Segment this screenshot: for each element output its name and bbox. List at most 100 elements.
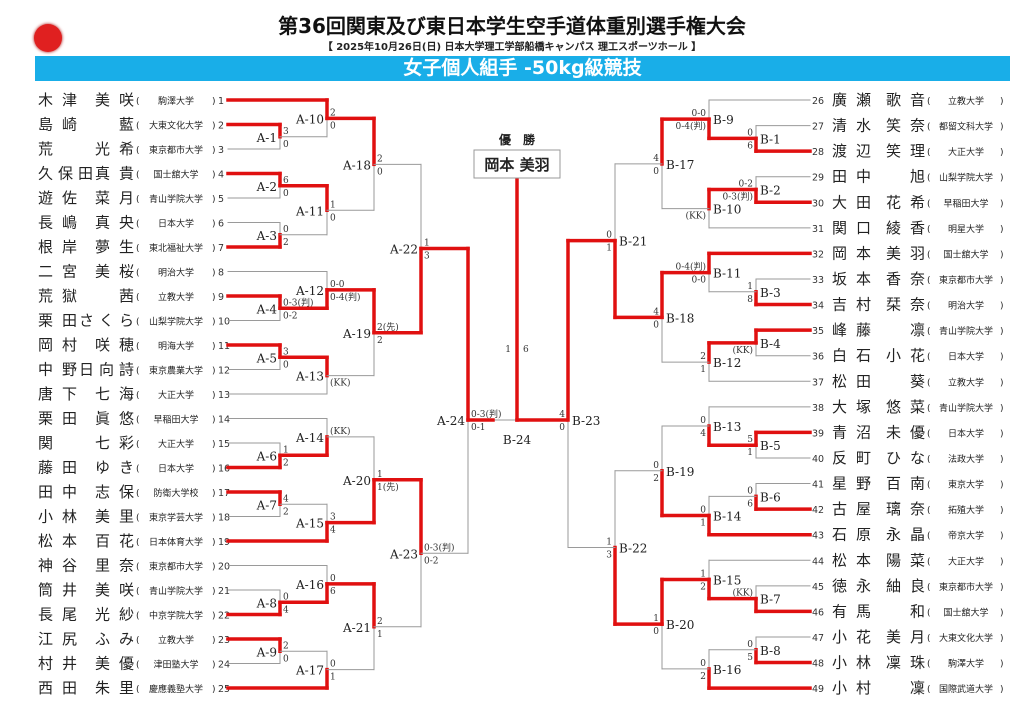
player-family-name: 青沼 xyxy=(832,423,871,441)
player-school: 東京都市大学 xyxy=(939,581,993,593)
match-label: A-12 xyxy=(295,284,324,298)
match-score-bottom: 4 xyxy=(283,605,289,615)
player-entry: 岡村咲穂(明海大学)11 xyxy=(38,336,230,354)
player-school: 日本大学 xyxy=(158,463,194,475)
match-label: A-13 xyxy=(295,370,324,384)
paren: ) xyxy=(1000,199,1004,209)
player-given-name: 香奈 xyxy=(886,270,925,288)
player-school: 大東文化大学 xyxy=(939,632,993,644)
player-school: 日本大学 xyxy=(948,427,984,439)
paren: ( xyxy=(927,532,931,542)
match-label: A-10 xyxy=(295,112,324,126)
player-given-name: 咲穂 xyxy=(95,336,134,354)
paren: ) xyxy=(1000,250,1004,260)
player-school: 大東文化大学 xyxy=(149,120,203,132)
match-score-top: 1 xyxy=(424,239,430,249)
player-seed-number: 33 xyxy=(812,275,824,286)
paren: ( xyxy=(927,557,931,567)
page-title: 第36回関東及び東日本学生空手道体重別選手権大会 xyxy=(278,14,746,38)
paren: ) xyxy=(212,342,216,352)
player-school: 早稲田大学 xyxy=(943,197,988,209)
match-label: A-16 xyxy=(295,578,324,592)
player-family-name: 田中 xyxy=(832,168,871,186)
match-label: A-20 xyxy=(342,474,371,488)
player-given-name: 志保 xyxy=(95,483,134,501)
player-entry: 長嶋真央(日本大学)6 xyxy=(38,214,224,232)
player-seed-number: 12 xyxy=(218,366,230,377)
paren: ( xyxy=(927,685,931,695)
player-given-name: 美月 xyxy=(886,628,925,646)
paren: ) xyxy=(212,391,216,401)
paren: ( xyxy=(927,455,931,465)
match-label: A-4 xyxy=(256,302,278,316)
match-score-bottom: 1 xyxy=(700,519,706,529)
player-seed-number: 16 xyxy=(218,464,230,475)
player-entry: 徳永紬良(東京都市大学)45 xyxy=(812,577,1004,595)
player-given-name: ふみ xyxy=(95,630,134,648)
match-score-bottom: 1 xyxy=(377,630,383,640)
player-school: 明治大学 xyxy=(158,267,194,279)
match-score-bottom: 1 xyxy=(700,365,706,375)
match-score-top: 4 xyxy=(559,410,565,420)
player-entry: 長尾光紗(中京学院大学)22 xyxy=(38,606,230,624)
paren: ( xyxy=(136,489,140,499)
paren: ( xyxy=(927,302,931,312)
paren: ( xyxy=(136,342,140,352)
player-seed-number: 37 xyxy=(812,377,824,388)
match-label: B-14 xyxy=(713,510,742,524)
paren: ) xyxy=(1000,148,1004,158)
player-given-name: 真貴 xyxy=(95,165,134,183)
match-score-top: 0-0 xyxy=(692,109,707,119)
paren: ( xyxy=(136,514,140,524)
player-family-name: 筒井 xyxy=(38,581,77,599)
match-score-bottom: (KK) xyxy=(330,378,350,389)
paren: ) xyxy=(1000,608,1004,618)
player-seed-number: 39 xyxy=(812,428,824,439)
player-given-name: 美里 xyxy=(95,508,134,526)
player-school: 立教大学 xyxy=(948,376,984,388)
player-seed-number: 19 xyxy=(218,537,230,548)
player-seed-number: 28 xyxy=(812,147,824,158)
paren: ) xyxy=(212,269,216,279)
player-given-name: ゆき xyxy=(95,459,134,477)
player-seed-number: 2 xyxy=(218,121,224,132)
player-family-name: 根岸 xyxy=(38,238,77,256)
paren: ( xyxy=(927,353,931,363)
player-school: 駒澤大学 xyxy=(948,658,984,670)
player-family-name: 栗田 xyxy=(38,312,77,330)
paren: ) xyxy=(1000,302,1004,312)
paren: ( xyxy=(136,636,140,646)
match-label: A-7 xyxy=(256,498,277,512)
match-label: B-11 xyxy=(713,267,741,281)
match-score-top: 1 xyxy=(747,282,753,292)
player-seed-number: 40 xyxy=(812,454,824,465)
player-school: 帝京大学 xyxy=(948,530,984,542)
champion-box xyxy=(473,149,561,179)
player-entry: 中野日向詩(東京農業大学)12 xyxy=(38,361,230,379)
player-seed-number: 45 xyxy=(812,582,824,593)
player-school: 国士舘大学 xyxy=(943,248,988,260)
paren: ) xyxy=(212,636,216,646)
player-school: 明星大学 xyxy=(948,223,984,235)
paren: ) xyxy=(1000,225,1004,235)
paren: ( xyxy=(927,506,931,516)
match-score-bottom: 0-4(判) xyxy=(330,291,361,303)
player-family-name: 江尻 xyxy=(38,630,77,648)
player-given-name: 眞悠 xyxy=(95,410,134,428)
player-entry: 関七彩(大正大学)15 xyxy=(38,434,230,452)
player-school: 防衛大学校 xyxy=(153,487,198,499)
player-family-name: 唐下 xyxy=(38,385,77,403)
player-family-name: 田中 xyxy=(38,483,77,501)
match-score-top: 0 xyxy=(747,486,753,496)
player-school: 東京農業大学 xyxy=(149,365,203,377)
player-school: 都留文科大学 xyxy=(939,121,993,133)
paren: ) xyxy=(212,122,216,132)
match-score-top: 2 xyxy=(377,617,383,627)
player-seed-number: 38 xyxy=(812,403,824,414)
match-label: A-22 xyxy=(389,243,418,257)
paren: ) xyxy=(212,538,216,548)
match-score-top: 0 xyxy=(653,461,659,471)
match-label: A-21 xyxy=(342,621,371,635)
player-school: 東京都市大学 xyxy=(149,144,203,156)
